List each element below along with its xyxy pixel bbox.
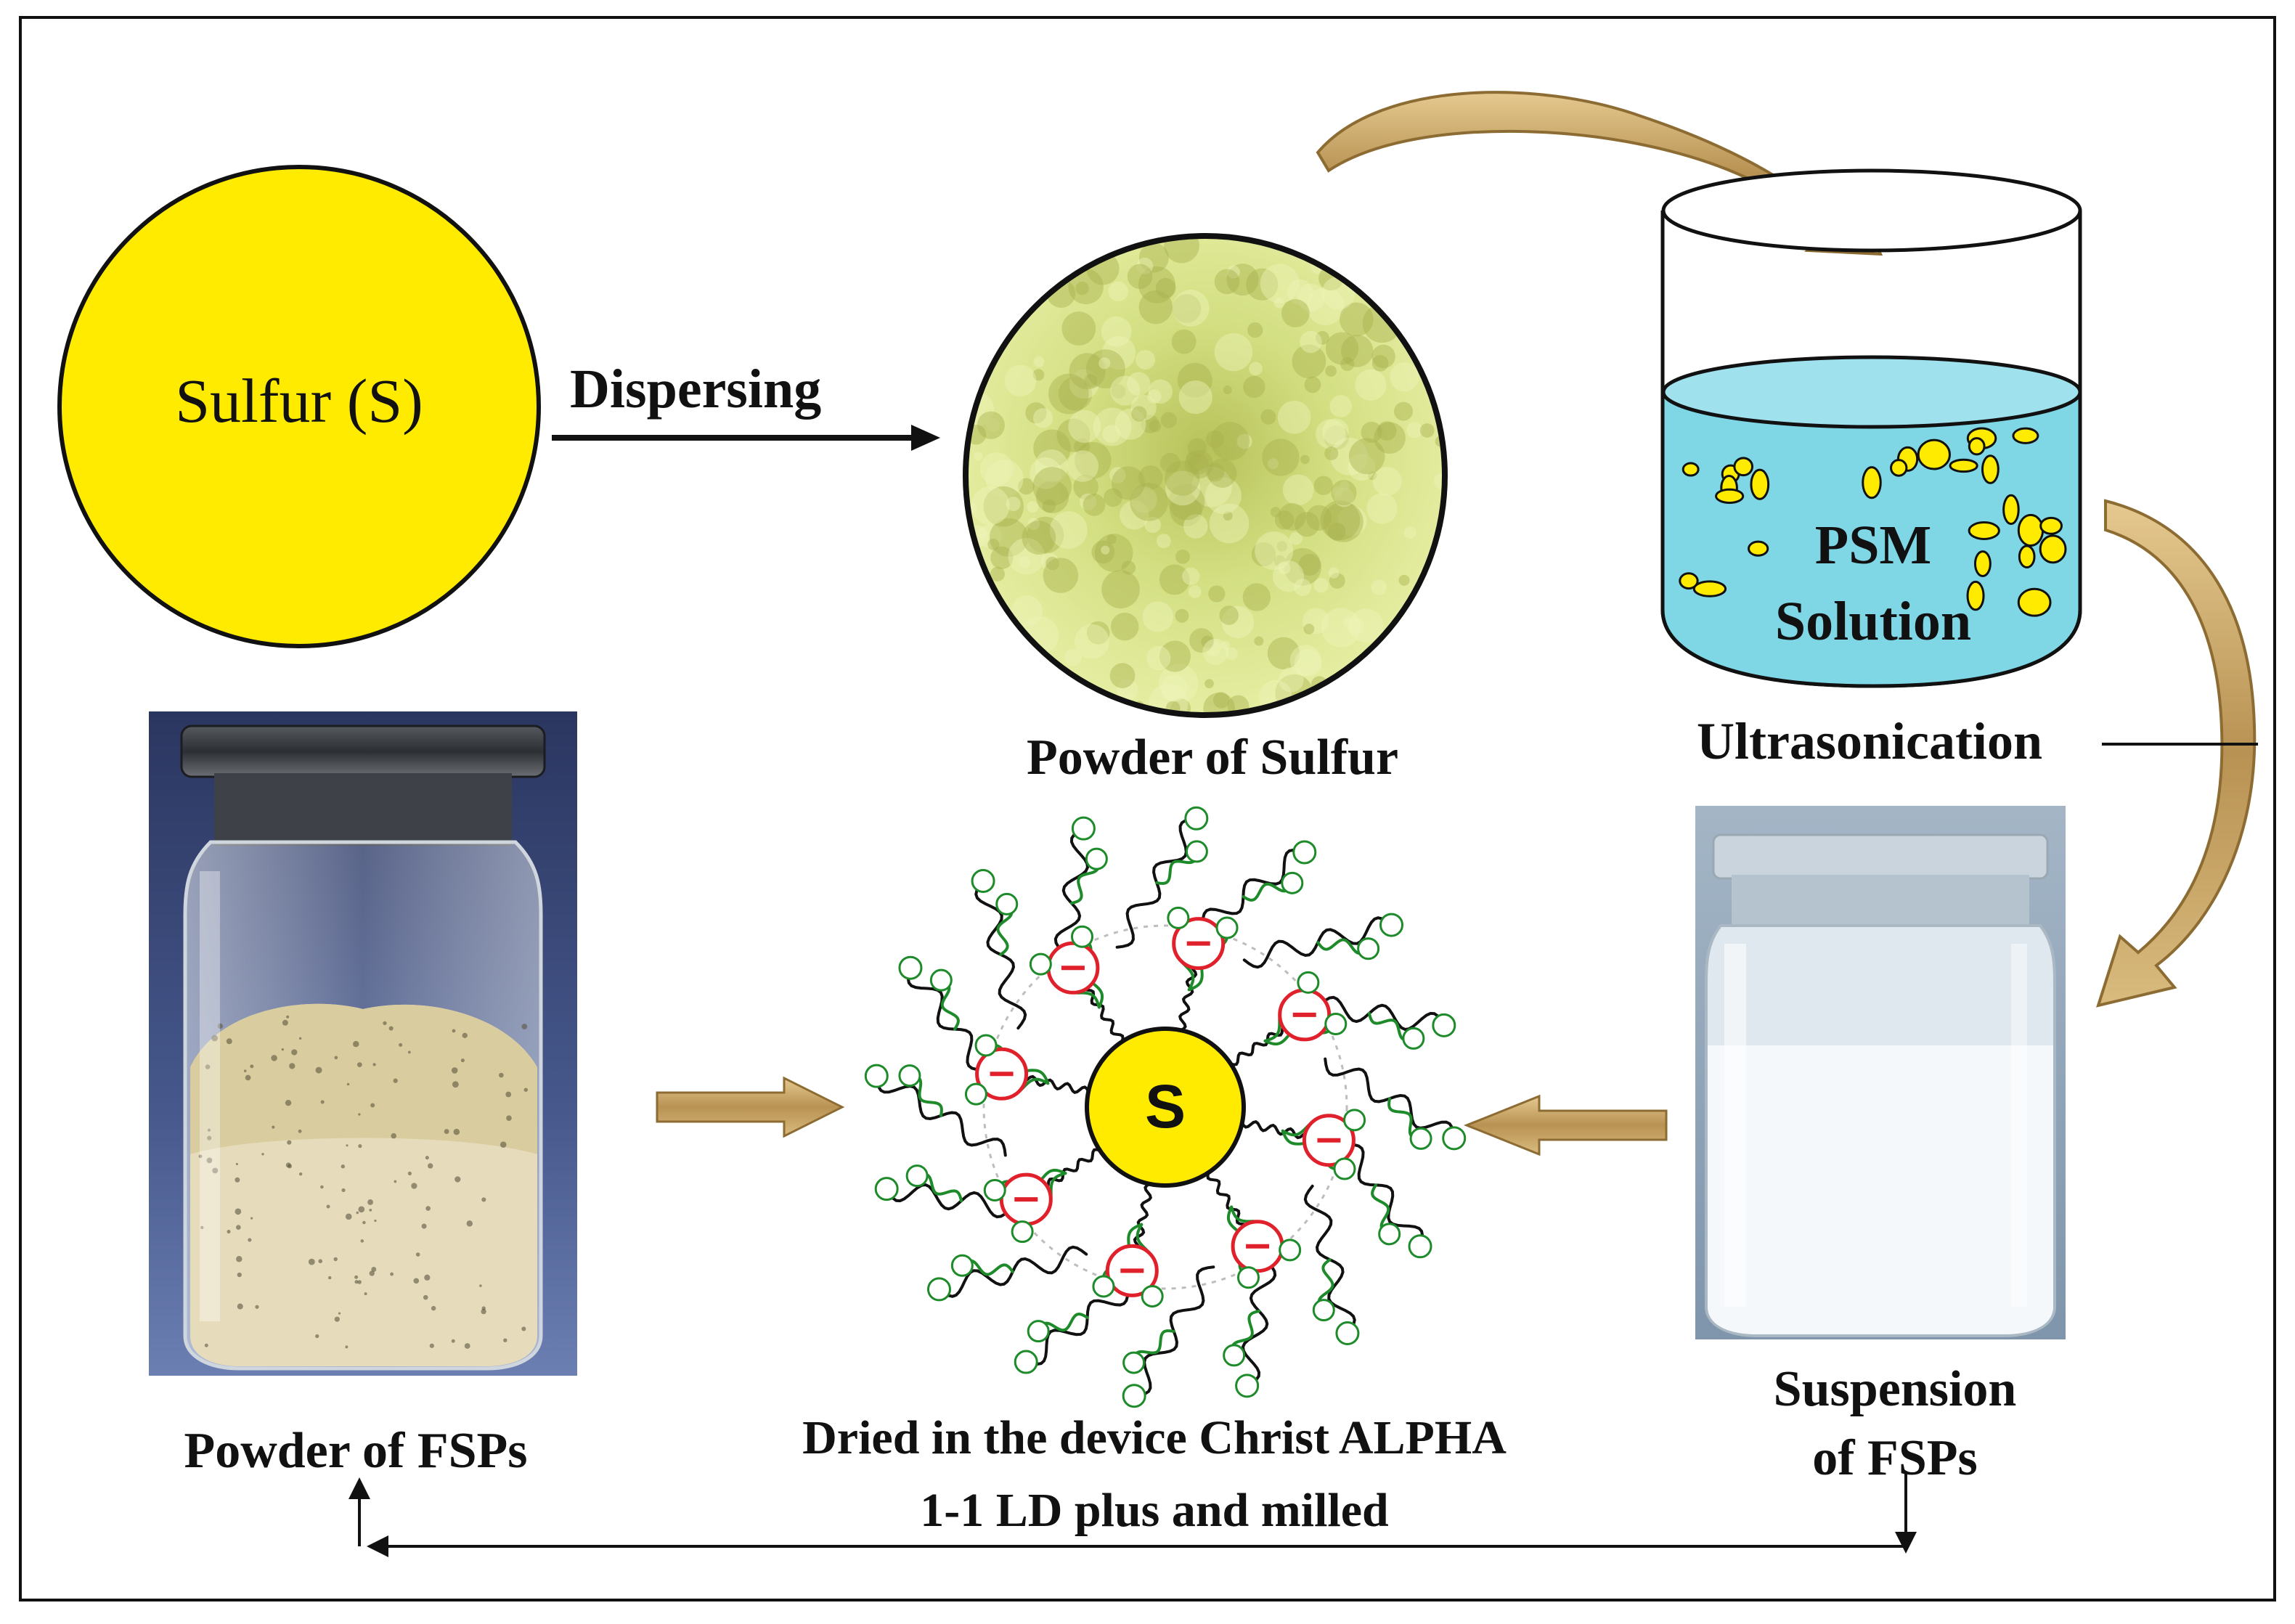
outer-frame — [19, 16, 2276, 1601]
sulfur-circle-label: Sulfur (S) — [175, 366, 423, 436]
stabilized-sulfur-particle — [864, 806, 1467, 1408]
of-fsps-label: of FSPs — [1812, 1430, 1978, 1486]
sulfur-circle — [57, 165, 541, 648]
bottom-connector — [348, 1474, 1917, 1557]
dried-line1-label: Dried in the device Christ ALPHA — [802, 1411, 1507, 1464]
suspension-label: Suspension — [1773, 1361, 2017, 1417]
powder-of-sulfur-label: Powder of Sulfur — [1026, 730, 1399, 786]
dried-line2-label: 1-1 LD plus and milled — [920, 1484, 1389, 1537]
arrow-to-particle — [656, 1076, 845, 1138]
arrow-from-suspension — [1463, 1094, 1668, 1156]
suspension-jar-image — [1695, 806, 2066, 1339]
dispersing-label: Dispersing — [570, 359, 822, 420]
dispersing-arrow-head — [911, 425, 940, 451]
curved-arrow-to-suspension — [2096, 499, 2257, 1008]
psm-label: PSM — [1814, 515, 1932, 576]
solution-label: Solution — [1774, 591, 1972, 652]
ultrasonication-label: Ultrasonication — [1697, 712, 2042, 770]
psm-beaker — [1660, 168, 2082, 688]
sulfur-core — [1085, 1027, 1246, 1188]
core-symbol: S — [1144, 1072, 1186, 1141]
powder-of-sulfur-image — [963, 233, 1448, 718]
powder-of-fsps-label: Powder of FSPs — [184, 1423, 528, 1479]
fsps-powder-jar-image — [149, 711, 577, 1376]
